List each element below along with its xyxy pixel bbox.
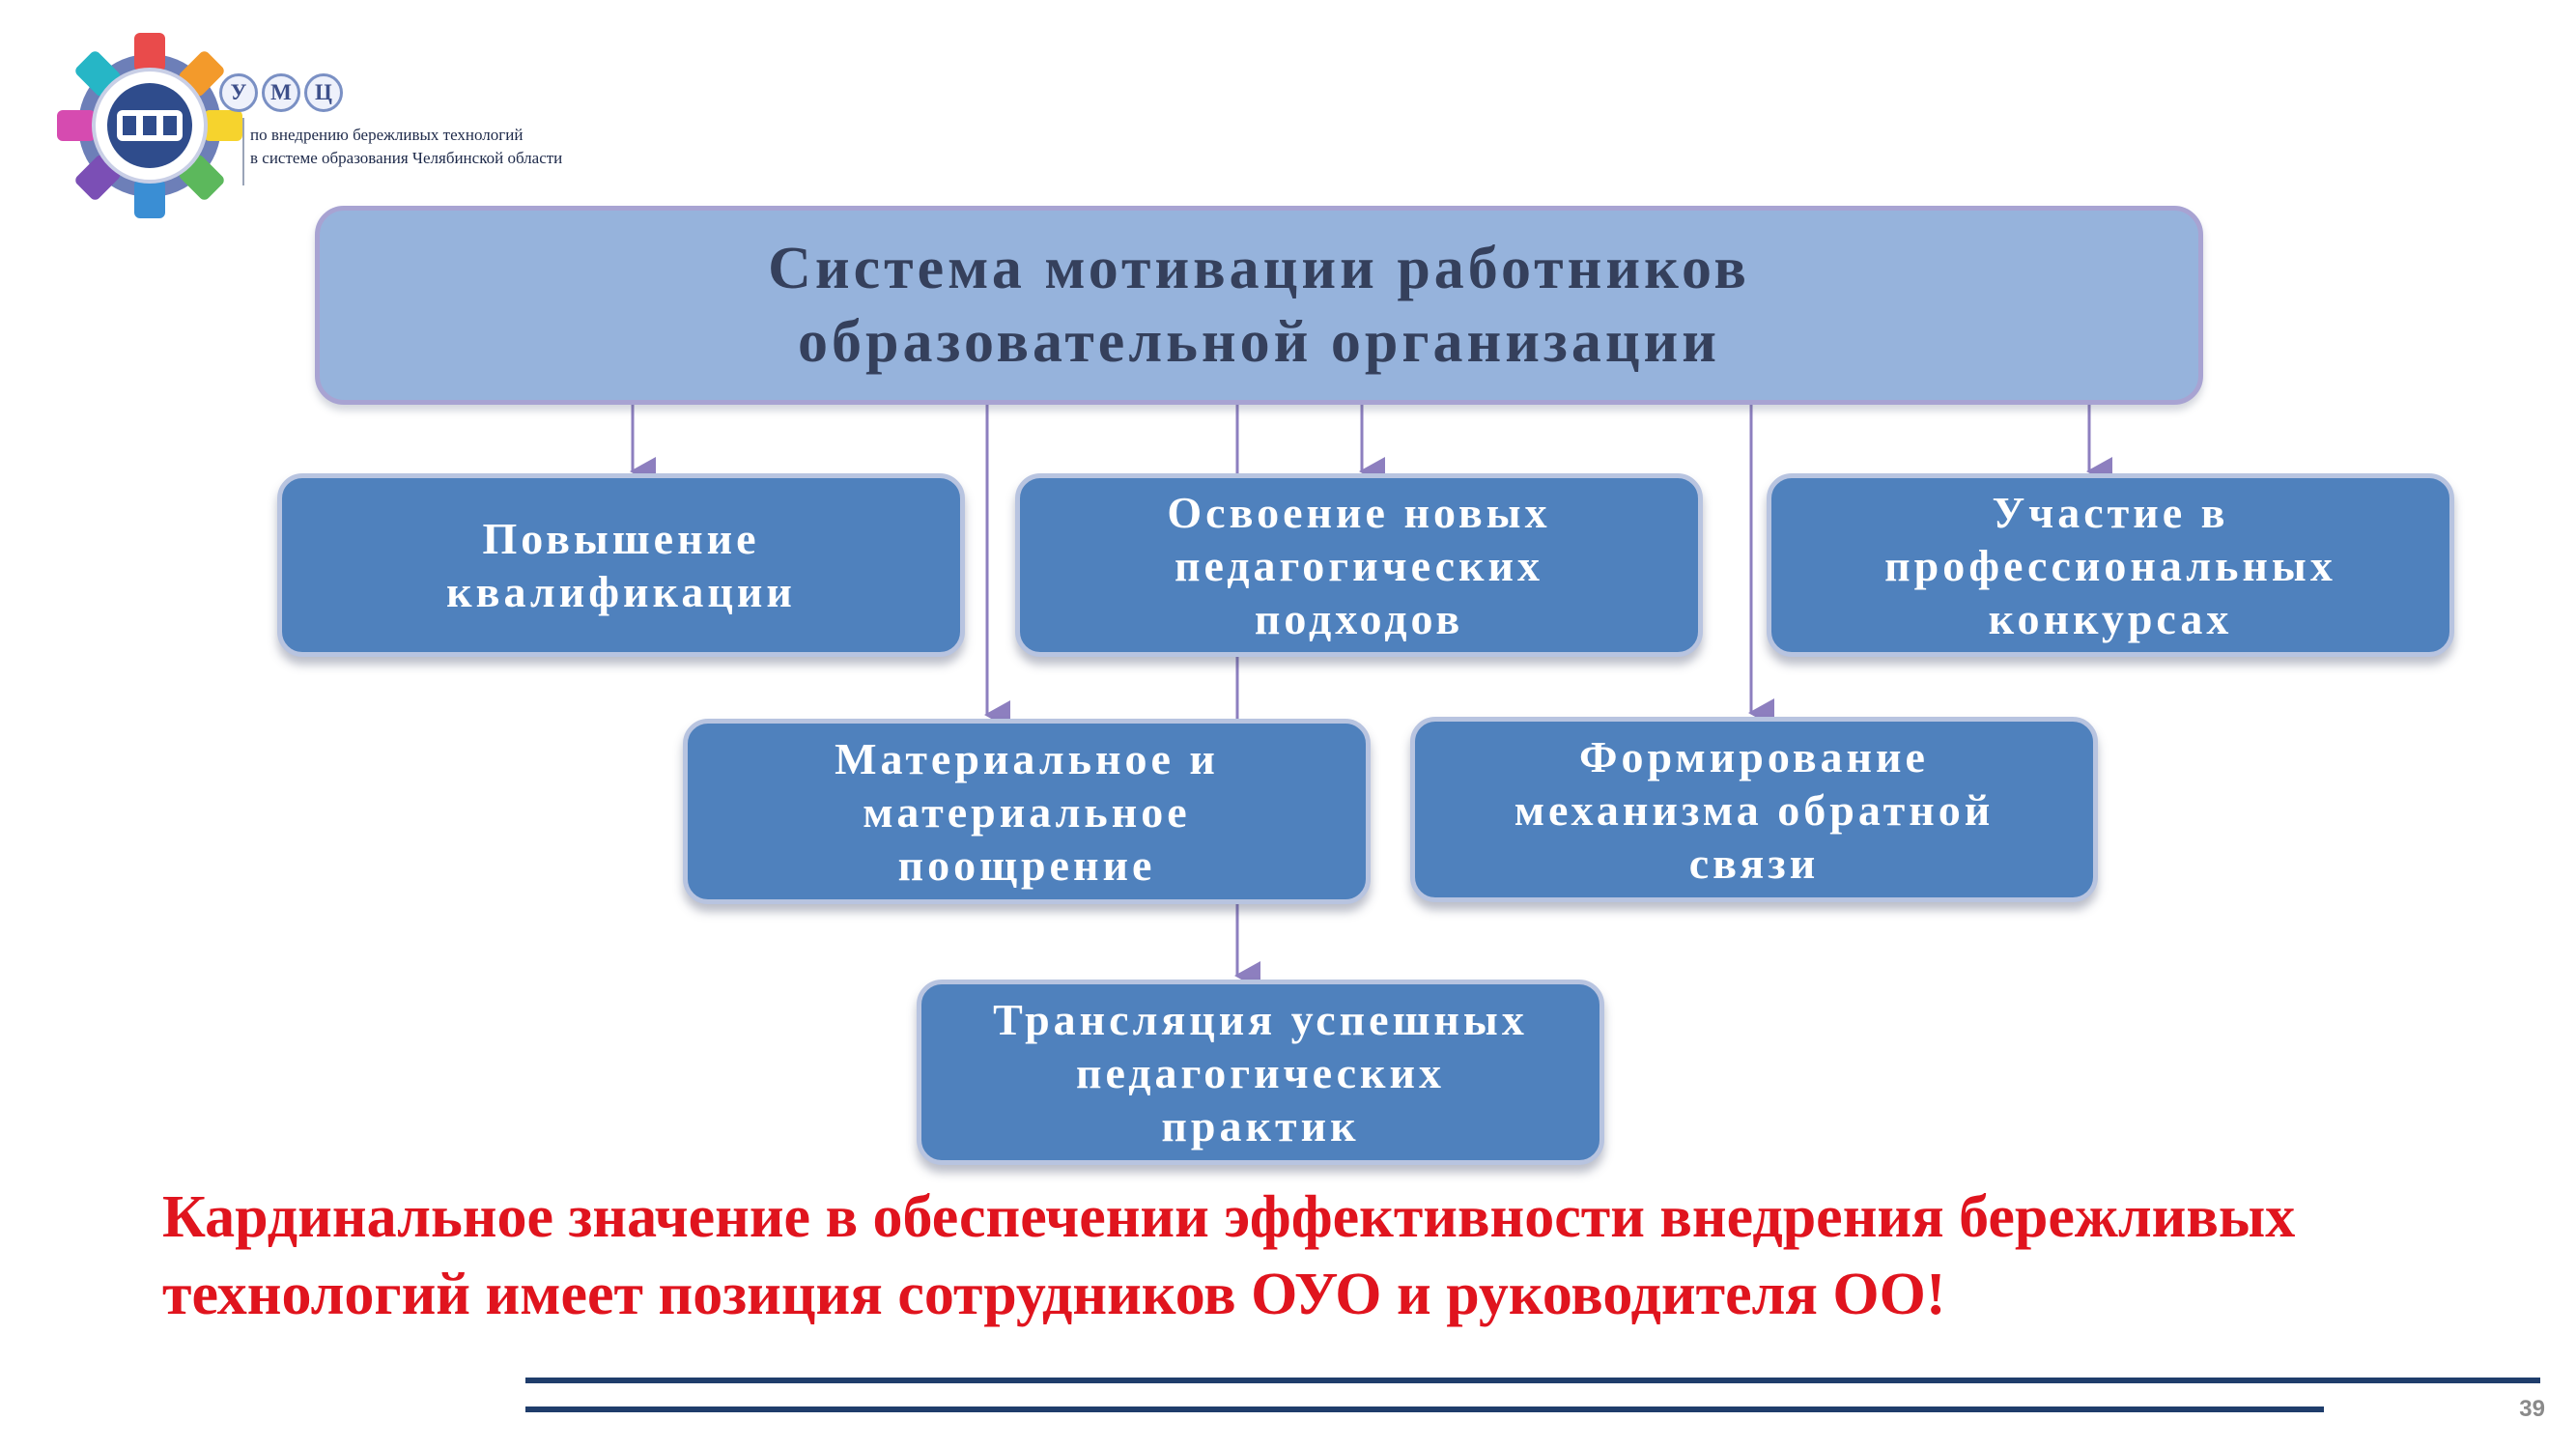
logo-letter-m: М	[262, 73, 300, 112]
logo-caption-line-1: по внедрению бережливых технологий	[250, 126, 524, 144]
key-statement: Кардинальное значение в обеспечении эффе…	[162, 1184, 2296, 1327]
gear-tooth	[204, 110, 242, 141]
gear-tooth	[134, 33, 165, 71]
logo-letter-ts: Ц	[304, 73, 343, 112]
page-number: 39	[2519, 1396, 2545, 1422]
node-competitions: Участие в профессиональных конкурсах	[1767, 473, 2454, 657]
logo-letter-u: У	[219, 73, 258, 112]
node-feedback: Формирование механизма обратной связи	[1410, 717, 2098, 902]
node-feedback-label: Формирование механизма обратной связи	[1514, 731, 1995, 888]
diagram-root-node: Система мотивации работников образовател…	[315, 206, 2203, 405]
gear-logo-icon	[57, 33, 242, 218]
node-material-incentive: Материальное и материальное поощрение	[683, 719, 1371, 904]
node-material-incentive-label: Материальное и материальное поощрение	[835, 733, 1219, 890]
logo-letters: У М Ц	[219, 73, 343, 112]
umc-logo: У М Ц по внедрению бережливых технологий…	[53, 29, 749, 222]
gear-tooth	[57, 110, 96, 141]
logo-caption: по внедрению бережливых технологий в сис…	[242, 118, 785, 185]
gear-tooth	[134, 180, 165, 218]
node-new-approaches: Освоение новых педагогических подходов	[1015, 473, 1703, 657]
node-competitions-label: Участие в профессиональных конкурсах	[1884, 487, 2336, 643]
node-practices: Трансляция успешных педагогических практ…	[917, 980, 1604, 1165]
footer-rule-bottom	[525, 1406, 2324, 1412]
node-qualification: Повышение квалификации	[277, 473, 965, 657]
node-new-approaches-label: Освоение новых педагогических подходов	[1167, 487, 1551, 643]
logo-caption-line-2: в системе образования Челябинской област…	[250, 149, 563, 167]
node-qualification-label: Повышение квалификации	[446, 514, 796, 616]
node-practices-label: Трансляция успешных педагогических практ…	[993, 994, 1528, 1151]
footer-rule-top	[525, 1378, 2540, 1383]
diagram-root-label: Система мотивации работников образовател…	[768, 236, 1750, 375]
